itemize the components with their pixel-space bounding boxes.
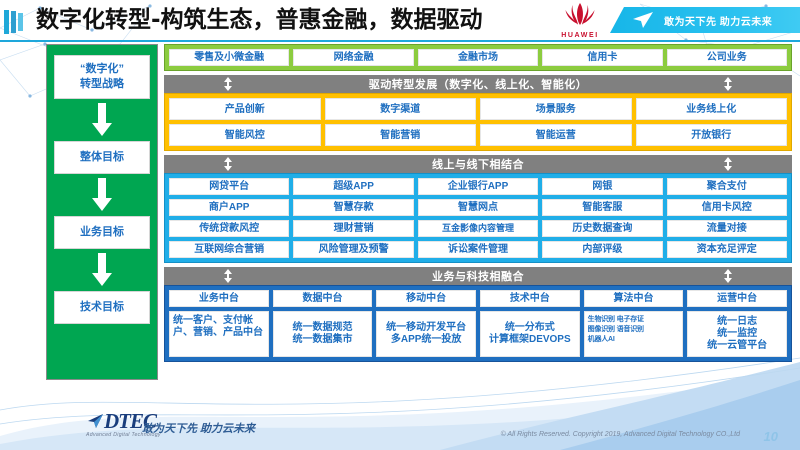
connector-tech-fusion-label: 业务与科技相融合 [432, 271, 524, 283]
cell-traditional-loan-risk-control[interactable]: 传统贷款风控 [169, 220, 290, 237]
cell-algorithm-midend-header[interactable]: 算法中台 [583, 290, 684, 307]
double-arrow-icon-left-2 [224, 157, 232, 171]
cell-tech-midend-body[interactable]: 统一分布式计算框架DEVOPS [479, 311, 580, 357]
connector-online-offline-label: 线上与线下相结合 [432, 159, 524, 171]
sidebar-item-business-goal[interactable]: 业务目标 [54, 216, 150, 249]
double-arrow-icon-right-1 [724, 77, 732, 91]
cell-credit-card[interactable]: 信用卡 [542, 49, 663, 66]
double-arrow-icon-left-3 [224, 269, 232, 283]
slogan-ribbon: 敢为天下先 助力云未来 [610, 7, 800, 33]
ribbon-text: 敢为天下先 助力云未来 [664, 16, 773, 28]
cell-merchant-app[interactable]: 商户APP [169, 199, 290, 216]
sidebar-item-technology-goal[interactable]: 技术目标 [54, 291, 150, 324]
cell-super-app[interactable]: 超级APP [293, 178, 414, 195]
cell-tech-midend-header[interactable]: 技术中台 [479, 290, 580, 307]
cell-data-midend-body[interactable]: 统一数据规范统一数据集市 [272, 311, 373, 357]
huawei-flower-icon [565, 3, 595, 25]
cell-scenario-service[interactable]: 场景服务 [480, 98, 632, 120]
cell-image-content-management[interactable]: 互金影像内容管理 [417, 220, 539, 237]
tech-fusion-grid: 业务中台 数据中台 移动中台 技术中台 算法中台 运营中台 统一客户、支付帐户、… [169, 290, 787, 357]
cell-operation-midend-body[interactable]: 统一日志统一监控统一云管平台 [687, 311, 787, 357]
double-arrow-icon-right-2 [724, 157, 732, 171]
section-business-lines: 零售及小微金融 网络金融 金融市场 信用卡 公司业务 [164, 44, 792, 71]
drive-grid: 产品创新 数字渠道 场景服务 业务线上化 智能风控 智能营销 智能运营 开放银行 [169, 98, 787, 146]
cell-business-onlineization[interactable]: 业务线上化 [635, 98, 787, 120]
cell-historical-data-query[interactable]: 历史数据查询 [542, 220, 663, 237]
double-arrow-icon-right-3 [724, 269, 732, 283]
cell-smart-customer-service[interactable]: 智能客服 [542, 199, 663, 216]
cell-online-lending-platform[interactable]: 网贷平台 [169, 178, 290, 195]
arrow-down-icon-3 [55, 249, 149, 291]
cell-smart-marketing[interactable]: 智能营销 [324, 124, 476, 146]
section-online-offline: 网贷平台 超级APP 企业银行APP 网银 聚合支付 商户APP 智慧存款 智慧… [164, 173, 792, 263]
arrow-down-icon-2 [55, 174, 149, 216]
sidebar-item-strategy-line2: 转型战略 [80, 78, 124, 90]
footer-bar: DTEC Advanced Digital Technology 敢为天下先 助… [0, 390, 800, 450]
cell-smart-risk-control[interactable]: 智能风控 [169, 124, 321, 146]
cell-litigation-case-management[interactable]: 诉讼案件管理 [417, 241, 539, 258]
cell-corporate-business[interactable]: 公司业务 [666, 49, 787, 66]
page-title: 数字化转型-构筑生态，普惠金融，数据驱动 [36, 7, 483, 33]
cell-smart-deposit[interactable]: 智慧存款 [293, 199, 414, 216]
dtec-mark-icon [88, 414, 103, 428]
sidebar-item-strategy-line1: “数字化” [80, 63, 124, 75]
huawei-wordmark: HUAWEI [561, 32, 599, 39]
connector-drive-label: 驱动转型发展（数字化、线上化、智能化） [368, 79, 588, 91]
double-arrow-icon-left-1 [224, 77, 232, 91]
cell-retail-micro-finance[interactable]: 零售及小微金融 [169, 49, 290, 66]
cell-risk-management-warning[interactable]: 风险管理及预警 [293, 241, 414, 258]
title-decoration-bars [4, 10, 30, 34]
title-underline [0, 40, 800, 42]
diagram-board: “数字化” 转型战略 整体目标 业务目标 技术目标 零售及小微金融 网络金融 金… [46, 44, 792, 388]
cell-traffic-docking[interactable]: 流量对接 [666, 220, 787, 237]
section-tech-fusion: 业务中台 数据中台 移动中台 技术中台 算法中台 运营中台 统一客户、支付帐户、… [164, 285, 792, 362]
huawei-logo: HUAWEI [552, 2, 608, 40]
section-drive-transformation: 产品创新 数字渠道 场景服务 业务线上化 智能风控 智能营销 智能运营 开放银行 [164, 93, 792, 151]
sections-column: 零售及小微金融 网络金融 金融市场 信用卡 公司业务 驱动转型发展（数字化、线上… [164, 44, 792, 380]
cell-aggregate-payment[interactable]: 聚合支付 [666, 178, 787, 195]
cell-digital-channel[interactable]: 数字渠道 [324, 98, 476, 120]
cell-mobile-midend-body[interactable]: 统一移动开发平台多APP统一投放 [376, 311, 476, 357]
connector-online-offline: 线上与线下相结合 [164, 155, 792, 173]
cell-business-midend-header[interactable]: 业务中台 [169, 290, 269, 307]
cell-product-innovation[interactable]: 产品创新 [169, 98, 321, 120]
cell-open-banking[interactable]: 开放银行 [635, 124, 787, 146]
connector-drive-transformation: 驱动转型发展（数字化、线上化、智能化） [164, 75, 792, 93]
sidebar-item-overall-goal[interactable]: 整体目标 [54, 141, 150, 174]
cell-internet-finance[interactable]: 网络金融 [293, 49, 414, 66]
cell-credit-card-risk-control[interactable]: 信用卡风控 [666, 199, 787, 216]
cell-business-midend-body[interactable]: 统一客户、支付帐户、营销、产品中台 [169, 311, 269, 357]
cell-smart-branch[interactable]: 智慧网点 [417, 199, 539, 216]
cell-mobile-midend-header[interactable]: 移动中台 [376, 290, 476, 307]
cell-capital-adequacy-assessment[interactable]: 资本充足评定 [666, 241, 787, 258]
cell-smart-operation[interactable]: 智能运营 [480, 124, 632, 146]
cell-operation-midend-header[interactable]: 运营中台 [687, 290, 787, 307]
copyright-text: © All Rights Reserved. Copyright 2019, A… [500, 431, 740, 438]
sidebar-item-strategy[interactable]: “数字化” 转型战略 [54, 55, 150, 99]
cell-online-bank[interactable]: 网银 [542, 178, 663, 195]
cell-internal-rating[interactable]: 内部评级 [542, 241, 663, 258]
connector-tech-fusion: 业务与科技相融合 [164, 267, 792, 285]
cell-data-midend-header[interactable]: 数据中台 [272, 290, 373, 307]
paper-plane-icon [633, 12, 653, 28]
strategy-sidebar: “数字化” 转型战略 整体目标 业务目标 技术目标 [46, 44, 158, 380]
header-bar: 数字化转型-构筑生态，普惠金融，数据驱动 HUAWEI 敢为天下先 助力云未来 [0, 0, 800, 42]
online-offline-grid: 网贷平台 超级APP 企业银行APP 网银 聚合支付 商户APP 智慧存款 智慧… [169, 178, 787, 258]
cell-financial-market[interactable]: 金融市场 [417, 49, 539, 66]
footer-slogan: 敢为天下先 助力云未来 [142, 423, 256, 435]
business-lines-grid: 零售及小微金融 网络金融 金融市场 信用卡 公司业务 [169, 49, 787, 66]
cell-enterprise-bank-app[interactable]: 企业银行APP [417, 178, 539, 195]
arrow-down-icon-1 [55, 99, 149, 141]
cell-algorithm-midend-body[interactable]: 生物识别 电子存证图像识别 语音识别机器人AI [583, 311, 684, 357]
cell-internet-integrated-marketing[interactable]: 互联网综合营销 [169, 241, 290, 258]
cell-wealth-marketing[interactable]: 理财营销 [293, 220, 414, 237]
page-number: 10 [763, 429, 778, 444]
